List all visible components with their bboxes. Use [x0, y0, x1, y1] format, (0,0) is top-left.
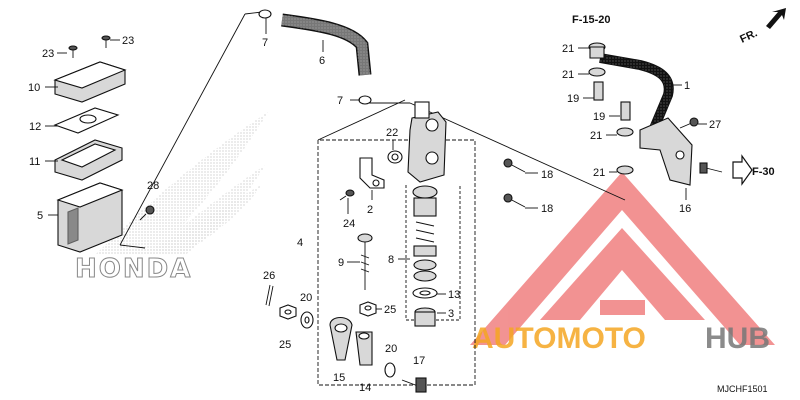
- ref-front: FR.: [738, 27, 759, 45]
- part-label: 17: [413, 355, 425, 367]
- oring-13-icon: [412, 287, 438, 299]
- push-rod-9: [357, 233, 373, 290]
- part-label: 28: [147, 180, 159, 192]
- nut-25-left-icon: [279, 304, 297, 320]
- joint-14-icon: [355, 331, 373, 366]
- part-label: 25: [279, 339, 291, 351]
- part-label: 14: [359, 382, 371, 394]
- diaphragm-11: [54, 139, 123, 181]
- part-label: 21: [593, 167, 605, 179]
- part-label: 7: [337, 95, 343, 107]
- part-label: 27: [709, 119, 721, 131]
- part-label: 12: [29, 121, 41, 133]
- bracket-16: [639, 117, 693, 186]
- part-label: 23: [42, 48, 54, 60]
- part-label: 5: [37, 210, 43, 222]
- joint-15-icon: [329, 316, 353, 361]
- front-arrow-icon: [766, 8, 786, 29]
- bolt-17-icon: [401, 377, 427, 393]
- leader-lines: [45, 18, 707, 314]
- boot-3-icon: [414, 307, 436, 327]
- part-label: 1: [684, 80, 690, 92]
- bolt-f30-icon: [699, 162, 723, 174]
- part-label: 18: [541, 169, 553, 181]
- part-label: 9: [338, 257, 344, 269]
- brake-hose-1: [599, 53, 674, 140]
- bolt-18-lower-icon: [503, 193, 526, 208]
- part-label: 21: [562, 69, 574, 81]
- logo-text-hub: HUB: [705, 322, 770, 355]
- screw-24-icon: [339, 189, 355, 201]
- part-label: 15: [333, 372, 345, 384]
- part-label: 4: [297, 237, 303, 249]
- bolts-19-icon: [593, 81, 631, 121]
- clip-7-top-icon: [258, 9, 372, 105]
- hose-joint-2: [359, 157, 385, 189]
- part-label: 8: [388, 254, 394, 266]
- reservoir-hose-6: [281, 13, 372, 76]
- ref-f1520: F-15-20: [572, 14, 611, 26]
- part-label: 20: [300, 292, 312, 304]
- reservoir-body-5: [56, 182, 124, 253]
- part-label: 23: [122, 35, 134, 47]
- part-label: 25: [384, 304, 396, 316]
- cotter-pin-26-icon: [265, 284, 274, 307]
- master-cylinder-body: [407, 101, 447, 183]
- bolt-28-icon: [139, 205, 155, 221]
- part-label: 20: [385, 343, 397, 355]
- part-label: 19: [593, 111, 605, 123]
- logo-text-automoto: AUTOMOTO: [472, 322, 646, 355]
- part-label: 22: [386, 127, 398, 139]
- washer-20-lower-icon: [384, 362, 396, 378]
- honda-watermark-text: HONDA: [75, 254, 192, 284]
- diagram-code: MJCHF1501: [717, 384, 768, 394]
- part-label: 21: [562, 43, 574, 55]
- part-label: 19: [567, 93, 579, 105]
- part-label: 7: [262, 37, 268, 49]
- bolt-18-upper-icon: [503, 158, 526, 173]
- part-label: 11: [29, 156, 40, 168]
- part-label: 2: [367, 204, 373, 216]
- part-label: 24: [343, 218, 355, 230]
- oring-22-icon: [387, 150, 403, 164]
- automotohub-triangle-logo: [470, 172, 775, 345]
- plate-12: [53, 107, 120, 134]
- piston-set-8: [412, 185, 438, 282]
- part-label: 16: [679, 203, 691, 215]
- bolt-27-icon: [679, 117, 699, 129]
- part-label: 18: [541, 203, 553, 215]
- part-label: 6: [319, 55, 325, 67]
- part-number-labels: 1 2 3 4 5 6 7 7 8 9 10 11 12 13 14 15 16…: [28, 35, 721, 394]
- part-label: 13: [448, 289, 460, 301]
- part-label: 21: [590, 130, 602, 142]
- washers-21-icon: [588, 42, 634, 175]
- part-label: 10: [28, 82, 40, 94]
- washer-20-left-icon: [300, 311, 314, 329]
- part-label: 26: [263, 270, 275, 282]
- nut-25-icon: [359, 301, 377, 317]
- ref-f30: F-30: [752, 166, 775, 178]
- screw-23-icon: [68, 35, 111, 58]
- f30-arrow-icon: [732, 154, 753, 186]
- reservoir-cap-10: [53, 61, 127, 103]
- honda-wing-watermark: [95, 112, 268, 255]
- part-label: 3: [448, 308, 454, 320]
